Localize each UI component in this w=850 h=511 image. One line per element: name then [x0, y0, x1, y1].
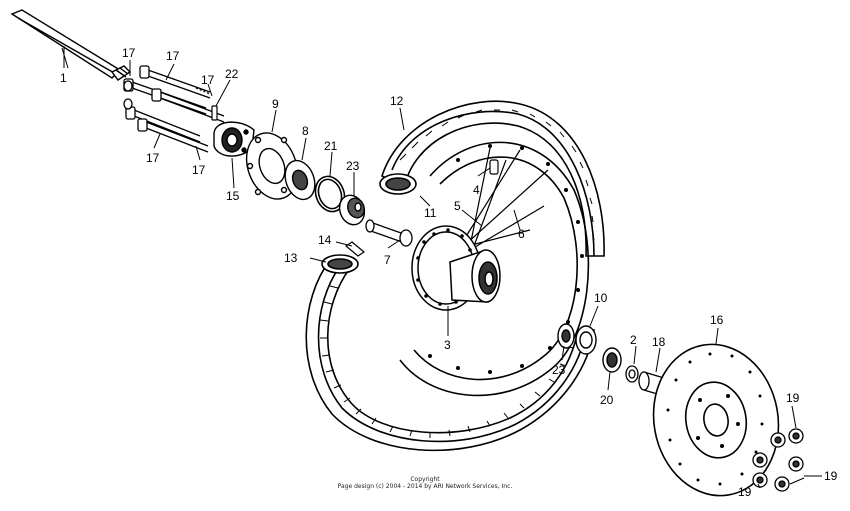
callout-17: 17: [192, 163, 206, 177]
axle[interactable]: [10, 9, 132, 81]
bolts[interactable]: [123, 65, 225, 153]
callout-20: 20: [600, 393, 614, 407]
spokes[interactable]: [451, 147, 549, 257]
callout-17: 17: [122, 46, 136, 60]
callout-1: 1: [60, 71, 67, 85]
brake-disc[interactable]: [642, 334, 791, 505]
bolt-lower-1: [125, 106, 201, 143]
bearing-left[interactable]: [336, 192, 369, 228]
callout-19: 19: [738, 485, 752, 499]
nut-6: [774, 476, 790, 492]
callout-23: 23: [346, 159, 360, 173]
callout-7: 7: [384, 253, 391, 267]
callout-12: 12: [390, 94, 404, 108]
copyright-title: Copyright: [410, 476, 440, 483]
callout-15: 15: [226, 189, 240, 203]
hub[interactable]: [411, 225, 501, 311]
callout-21: 21: [324, 139, 338, 153]
nut-1: [788, 428, 804, 444]
copyright-line: Page design (c) 2004 - 2014 by ARI Netwo…: [337, 483, 513, 490]
callout-18: 18: [652, 335, 666, 349]
flange-plate[interactable]: [238, 126, 306, 206]
callout-9: 9: [272, 97, 279, 111]
callout-2: 2: [630, 333, 637, 347]
gear-retainer[interactable]: [280, 156, 320, 203]
callout-14: 14: [318, 233, 332, 247]
callout-16: 16: [710, 313, 724, 327]
callout-17: 17: [166, 49, 180, 63]
washer-small: [123, 80, 133, 110]
callout-5: 5: [454, 199, 461, 213]
callout-labels: 1 17 17 17 22 17 17 15 9 8 21 23 12 4 11…: [60, 46, 838, 499]
axle-holder[interactable]: [213, 121, 255, 157]
callout-17: 17: [201, 73, 215, 87]
bolt-upper-1: [139, 65, 211, 99]
callout-17: 17: [146, 151, 160, 165]
spoke-nipple[interactable]: [489, 159, 499, 175]
callout-22: 22: [225, 67, 239, 81]
nut-4: [788, 456, 804, 472]
nut-3: [752, 452, 768, 468]
bearing-right[interactable]: [557, 323, 575, 349]
bolt-upper-2: [123, 78, 207, 115]
copyright-notice: Copyright Page design (c) 2004 - 2014 by…: [0, 476, 850, 490]
callout-4: 4: [473, 183, 480, 197]
callout-23: 23: [552, 363, 566, 377]
leader-lines: [63, 46, 822, 489]
o-ring[interactable]: [311, 172, 350, 215]
callout-13: 13: [284, 251, 298, 265]
collar-2[interactable]: [625, 365, 639, 383]
bearing-20[interactable]: [602, 347, 622, 373]
callout-8: 8: [302, 124, 309, 138]
callout-19: 19: [786, 391, 800, 405]
tire-upper[interactable]: [379, 100, 605, 257]
callout-6: 6: [518, 227, 525, 241]
tire-lower[interactable]: [305, 254, 595, 452]
spacer[interactable]: [365, 219, 413, 247]
nut-2: [770, 432, 786, 448]
callout-19: 19: [824, 469, 838, 483]
pin-22[interactable]: [211, 105, 218, 121]
valve[interactable]: [344, 241, 366, 257]
callout-3: 3: [444, 338, 451, 352]
callout-10: 10: [594, 291, 608, 305]
bolt-lower-2: [137, 118, 209, 153]
nuts[interactable]: [752, 428, 804, 492]
dust-seal[interactable]: [575, 325, 597, 355]
callout-11: 11: [424, 206, 437, 220]
wheel-rim[interactable]: [399, 141, 590, 397]
